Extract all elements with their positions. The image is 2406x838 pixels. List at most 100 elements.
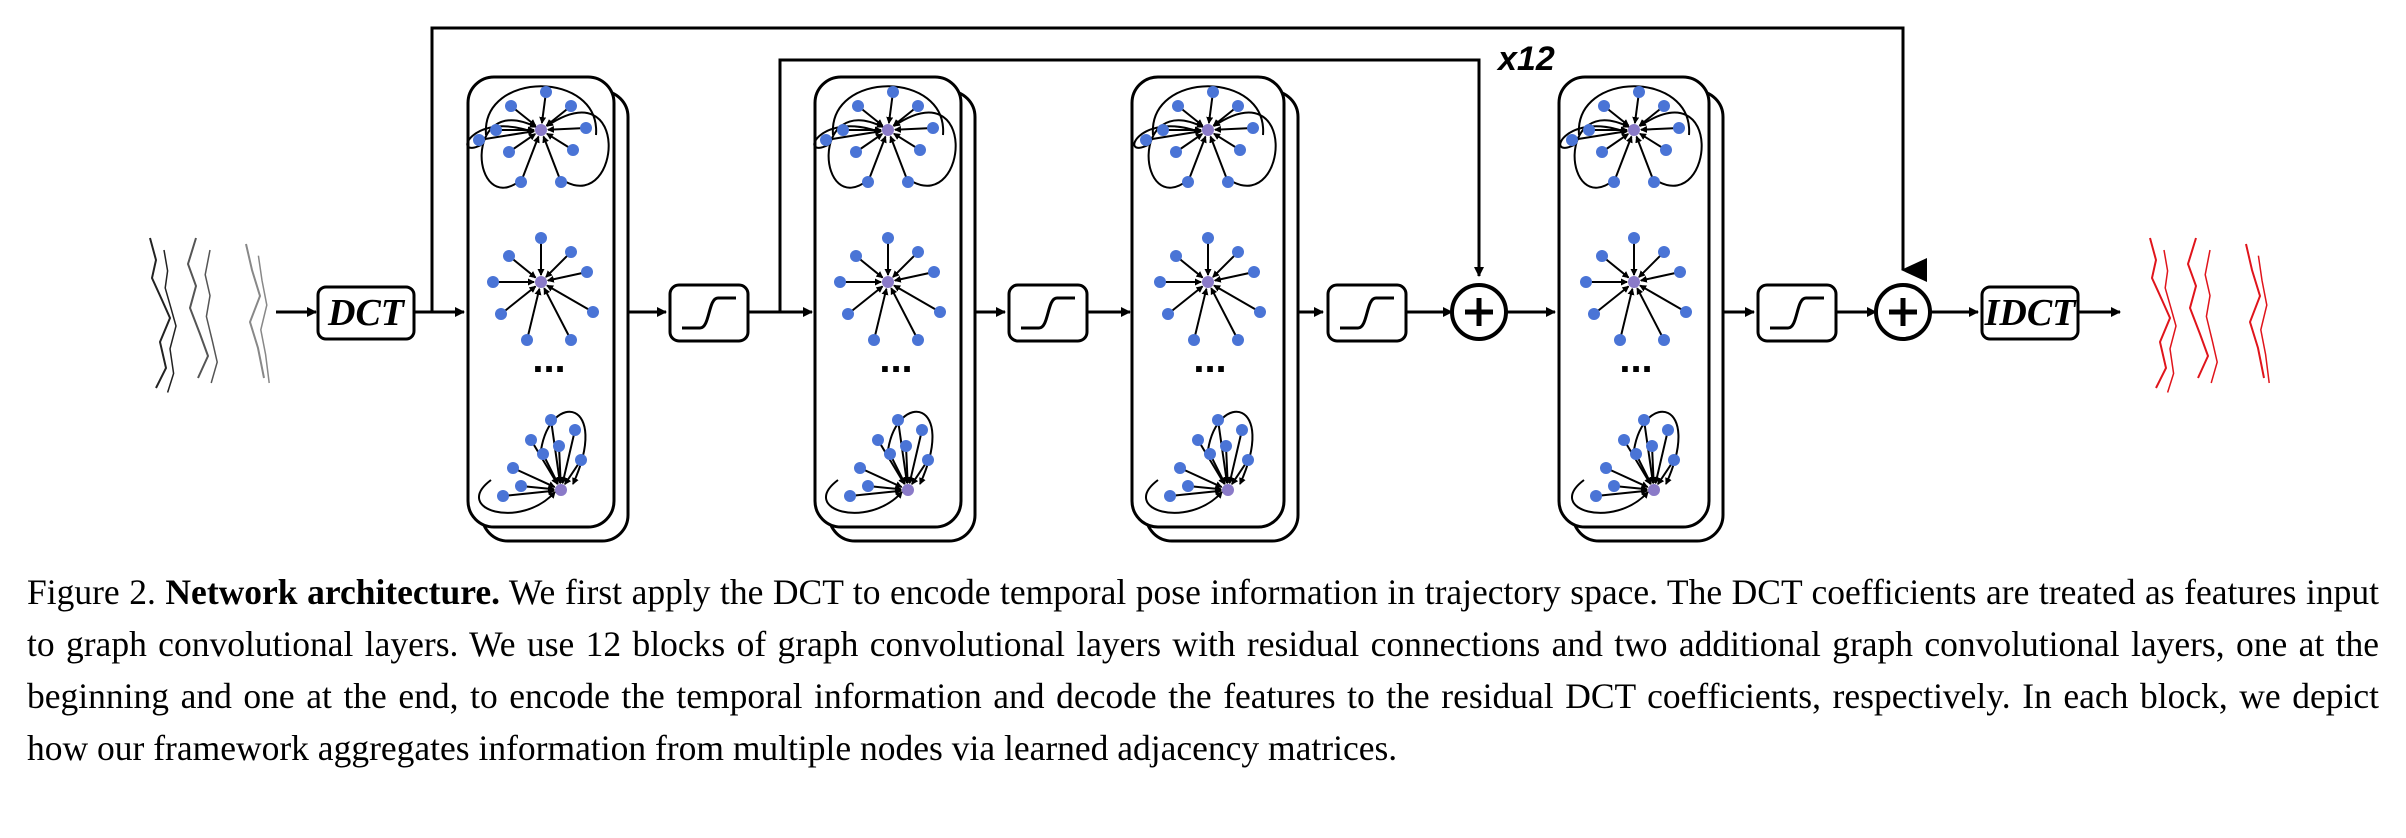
graph-node bbox=[1674, 266, 1686, 278]
pose-limb bbox=[2186, 237, 2210, 379]
graph-edge bbox=[859, 467, 903, 488]
adjacency-loop bbox=[1573, 119, 1630, 189]
graph-edge bbox=[889, 135, 909, 183]
adjacency-loop bbox=[1145, 479, 1223, 514]
graph-edge bbox=[1613, 135, 1633, 183]
graph-node bbox=[862, 480, 874, 492]
adjacency-loop bbox=[466, 125, 534, 149]
graph-node bbox=[537, 448, 549, 460]
graph-node bbox=[1566, 134, 1578, 146]
graph-center-node bbox=[882, 276, 894, 288]
graph-node bbox=[1668, 454, 1680, 466]
graph-edge bbox=[873, 287, 889, 341]
graph-node bbox=[1232, 334, 1244, 346]
figure-label: Figure 2. bbox=[27, 572, 156, 612]
adjacency-loop bbox=[1213, 111, 1277, 187]
graph-node bbox=[1172, 100, 1184, 112]
graph-center-node bbox=[535, 276, 547, 288]
graph-node bbox=[1154, 276, 1166, 288]
graph-node bbox=[922, 454, 934, 466]
graph-edge bbox=[897, 419, 910, 485]
sum-icon bbox=[1874, 283, 1932, 341]
graph-node bbox=[495, 308, 507, 320]
graph-node bbox=[1207, 86, 1219, 98]
graph-node bbox=[535, 232, 547, 244]
graph-node bbox=[555, 176, 567, 188]
graph-edge bbox=[1209, 135, 1229, 183]
graph-edge bbox=[1217, 419, 1230, 485]
graph-edge bbox=[1639, 271, 1681, 283]
activation-icon bbox=[1756, 283, 1838, 343]
graph-edge bbox=[1223, 445, 1231, 485]
graph-glyph bbox=[825, 410, 934, 514]
graph-edge bbox=[1653, 429, 1669, 485]
graph-node bbox=[507, 462, 519, 474]
graph-edge bbox=[520, 135, 540, 183]
graph-node bbox=[1170, 146, 1182, 158]
graph-edge bbox=[1193, 287, 1209, 341]
graph-center-node bbox=[1202, 124, 1214, 136]
adjacency-loop bbox=[1639, 111, 1703, 187]
graph-node bbox=[1628, 232, 1640, 244]
graph-node bbox=[1192, 434, 1204, 446]
graph-edge bbox=[893, 271, 935, 283]
activation-curve bbox=[1770, 296, 1824, 330]
graph-node bbox=[1182, 176, 1194, 188]
graph-edge bbox=[526, 287, 542, 341]
graph-node bbox=[1588, 308, 1600, 320]
graph-node bbox=[1182, 480, 1194, 492]
graph-edge bbox=[1639, 284, 1687, 313]
adjacency-loop bbox=[546, 111, 610, 187]
block-residual-connection bbox=[778, 58, 1484, 312]
graph-node bbox=[1680, 306, 1692, 318]
graph-node bbox=[887, 86, 899, 98]
ellipsis-1: ... bbox=[532, 337, 565, 381]
graph-node bbox=[882, 232, 894, 244]
graph-node bbox=[1646, 440, 1658, 452]
graph-node bbox=[1614, 334, 1626, 346]
graph-node bbox=[854, 462, 866, 474]
graph-edge bbox=[893, 284, 941, 313]
graph-node bbox=[842, 308, 854, 320]
adjacency-loop bbox=[1147, 119, 1204, 189]
graph-center-node bbox=[1628, 276, 1640, 288]
graph-center-node bbox=[535, 124, 547, 136]
graph-glyph bbox=[834, 232, 946, 346]
graph-edge bbox=[1179, 467, 1223, 488]
graph-edge bbox=[907, 429, 923, 485]
graph-glyph bbox=[466, 85, 610, 189]
graph-node bbox=[1673, 122, 1685, 134]
graph-edge bbox=[512, 467, 556, 488]
graph-node bbox=[1202, 232, 1214, 244]
graph-center-node bbox=[1628, 124, 1640, 136]
graph-conv-layer bbox=[466, 75, 630, 543]
graph-edge bbox=[1619, 287, 1635, 341]
graph-edge bbox=[1210, 287, 1239, 341]
pose-limb bbox=[149, 237, 172, 389]
graph-edge bbox=[1643, 419, 1656, 485]
graph-edge bbox=[1169, 487, 1223, 497]
graph-node bbox=[892, 414, 904, 426]
graph-node bbox=[515, 480, 527, 492]
graph-node bbox=[868, 334, 880, 346]
graph-edge bbox=[893, 125, 934, 133]
graph-glyph bbox=[1559, 85, 1703, 189]
input-pose-icon bbox=[149, 237, 270, 393]
graph-node bbox=[928, 266, 940, 278]
graph-glyph bbox=[1580, 232, 1692, 346]
graph-node bbox=[540, 86, 552, 98]
graph-node bbox=[912, 246, 924, 258]
graph-edge bbox=[1213, 125, 1254, 133]
graph-node bbox=[1608, 480, 1620, 492]
graph-node bbox=[850, 250, 862, 262]
adjacency-loop bbox=[825, 479, 903, 514]
graph-edge bbox=[849, 487, 903, 497]
graph-node bbox=[1658, 334, 1670, 346]
graph-node bbox=[1162, 308, 1174, 320]
graph-node bbox=[473, 134, 485, 146]
adjacency-loop bbox=[480, 119, 537, 189]
graph-center-node bbox=[1648, 484, 1660, 496]
graph-edge bbox=[847, 285, 884, 315]
graph-node bbox=[569, 424, 581, 436]
graph-node bbox=[490, 124, 502, 136]
